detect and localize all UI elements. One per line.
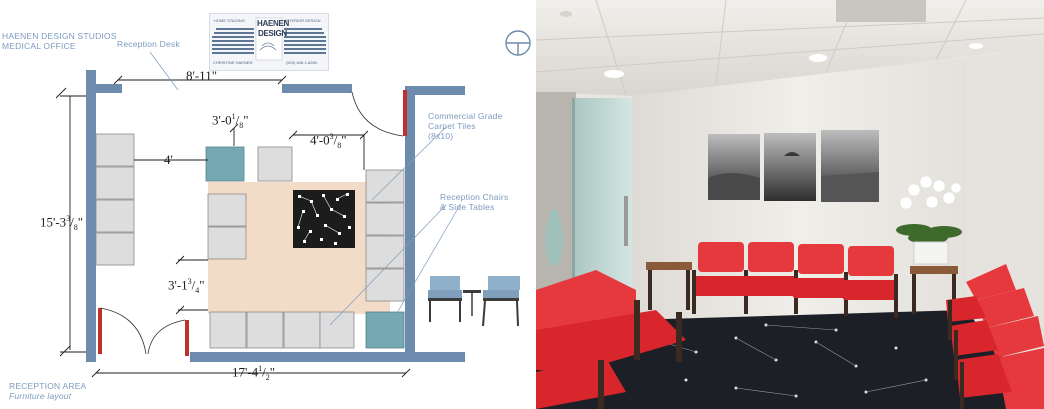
carpet-label-line1: Commercial Grade (428, 111, 503, 121)
right-chair-row-photo (946, 264, 1044, 409)
center-left-chairs (207, 193, 247, 260)
office-type: MEDICAL OFFICE (2, 41, 76, 51)
studio-logo: HOME STAGING INTERIOR DESIGN (209, 13, 329, 71)
chair-top (257, 146, 293, 182)
logo-bottom-right: (503) 646-1-8280 (286, 60, 317, 65)
floor-plan-drawing (55, 51, 520, 378)
doors (98, 90, 407, 356)
art-panel-middle (764, 133, 816, 201)
reception-photo-panel (536, 0, 1044, 409)
studio-name: HAENEN DESIGN STUDIOS (2, 31, 117, 41)
back-chair-row (692, 242, 898, 318)
dim-left-height: 15'-33/8" (40, 214, 84, 232)
reception-desk-label: Reception Desk (117, 39, 180, 49)
logo-word-top: HAENEN (257, 19, 289, 28)
floor-plan-panel: HAENEN DESIGN STUDIOS MEDICAL OFFICE HOM… (2, 13, 531, 401)
carpet-label-line3: (8x10) (428, 131, 454, 141)
reception-photo (536, 0, 1044, 409)
dimension-lines (55, 75, 411, 378)
logo-word-bottom: DESIGN (258, 29, 287, 38)
dim-chair-gap: 4' (164, 152, 173, 167)
logo-bottom-left: CHRISTINE HAENEN (213, 60, 253, 65)
logo-right-caption: INTERIOR DESIGN (285, 18, 321, 23)
dim-gap: 4'-03/8" (310, 132, 347, 150)
walls (86, 70, 465, 362)
dim-table-width: 3'-01/8" (212, 112, 249, 130)
side-table-top (205, 146, 245, 182)
area-label-line2: Furniture layout (9, 391, 72, 401)
leader-lines (149, 51, 461, 326)
chair-illustration (428, 276, 520, 327)
side-table-bottom (365, 311, 405, 349)
chairs-label-line2: & Side Tables (440, 202, 495, 212)
bottom-chair-row (209, 311, 355, 349)
logo-graphic (212, 17, 326, 61)
north-arrow-icon (505, 30, 531, 56)
area-label-line1: RECEPTION AREA (9, 381, 87, 391)
dim-bottom-width: 17'-41/2" (232, 364, 276, 382)
dim-inner-height: 3'-13/4" (168, 277, 205, 295)
left-chair-row-photo (536, 270, 686, 409)
left-chair-row (95, 133, 135, 266)
logo-left-caption: HOME STAGING (214, 18, 245, 23)
dim-top-width: 8'-11" (186, 68, 217, 83)
carpet-label-line2: Carpet Tiles (428, 121, 476, 131)
chairs-label-line1: Reception Chairs (440, 192, 509, 202)
rug-pattern (293, 190, 355, 248)
